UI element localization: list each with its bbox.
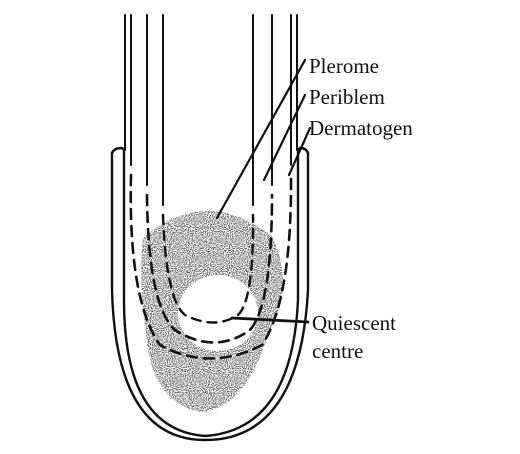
quiescent-core <box>178 275 258 351</box>
quiescent-leader <box>230 316 310 324</box>
label-periblem: Periblem <box>309 85 385 109</box>
label-quiescent-line2: centre <box>312 339 363 363</box>
label-quiescent-line1: Quiescent <box>312 311 396 335</box>
dermatogen-leader <box>287 126 312 177</box>
periblem-leader <box>262 93 307 182</box>
periblem-dashed <box>145 193 274 344</box>
label-plerome: Plerome <box>309 54 379 78</box>
plerome-dashed <box>161 213 255 324</box>
plerome-leader <box>215 58 307 220</box>
dermatogen-dashed <box>129 173 293 360</box>
root-cap-outline-outer <box>110 151 310 442</box>
label-dermatogen: Dermatogen <box>309 116 413 140</box>
